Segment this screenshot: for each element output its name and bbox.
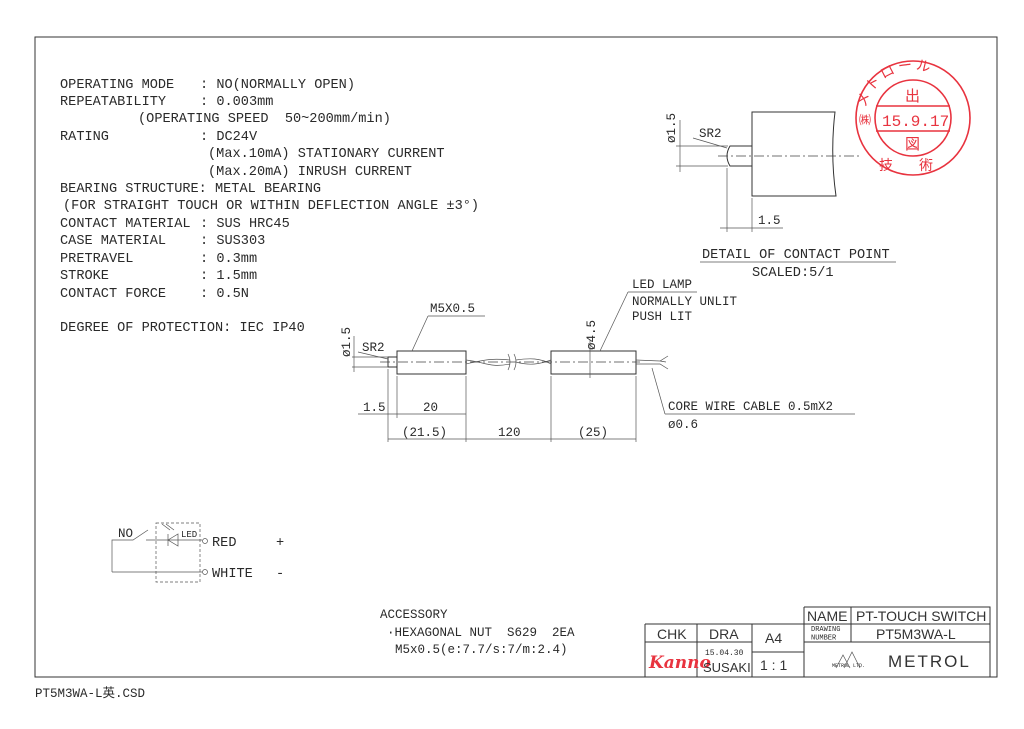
detail-body: [751, 111, 837, 197]
accessory: ACCESSORY ·HEXAGONAL NUT S629 2EA M5x0.5…: [380, 608, 575, 657]
specifications: OPERATING MODE : NO(NORMALLY OPEN) REPEA…: [60, 78, 479, 336]
drawing-number-label: NUMBER: [811, 635, 837, 643]
drawing-scale: 1 : 1: [760, 657, 787, 673]
spec-value: : DC24V: [200, 130, 258, 145]
drawing-date: 15.04.30: [705, 649, 744, 658]
dim-rear: (25): [578, 426, 608, 440]
led-lamp-label: LED LAMP: [632, 278, 692, 292]
name-label: NAME: [807, 608, 847, 624]
spec-note: (OPERATING SPEED 50~200mm/min): [138, 112, 391, 127]
spec-line: DEGREE OF PROTECTION: IEC IP40: [60, 321, 305, 336]
spec-label: CONTACT FORCE: [60, 287, 166, 302]
title-block: NAME PT-TOUCH SWITCH DRAWING NUMBER PT5M…: [644, 606, 991, 677]
spec-value: : 0.003mm: [200, 95, 273, 110]
spec-value: : 1.5mm: [200, 269, 257, 284]
dim-thread: 20: [423, 401, 438, 415]
drafter-name: SUSAKI: [703, 660, 751, 675]
spec-note: (Max.20mA) INRUSH CURRENT: [208, 165, 412, 180]
switch-drawing: M5X0.5 LED LAMP NORMALLY UNLIT PUSH LIT …: [340, 278, 855, 442]
dim-front: (21.5): [402, 426, 447, 440]
metrol-logo-icon: [835, 651, 861, 669]
circuit-diagram: NO LED RED + WHITE -: [111, 522, 284, 583]
tip-radius-label: SR2: [362, 341, 385, 355]
spec-value: : 0.5N: [200, 287, 249, 302]
accessory-spec: M5x0.5(e:7.7/s:7/m:2.4): [395, 643, 568, 657]
logo-text: METROL LTD.: [832, 663, 865, 669]
spec-label: RATING: [60, 130, 109, 145]
detail-contact-point: ø1.5 SR2 1.5 DETAIL OF CONTACT POINT SCA…: [665, 111, 896, 281]
detail-scale: SCALED:5/1: [752, 266, 834, 281]
spec-note: (Max.10mA) STATIONARY CURRENT: [208, 147, 445, 162]
checker-signature: Kanno: [648, 653, 711, 673]
stamp-bottom: 図: [905, 136, 920, 154]
accessory-item: ·HEXAGONAL NUT S629 2EA: [387, 626, 575, 640]
company-name: METROL: [888, 652, 971, 671]
dim-cable: 120: [498, 426, 521, 440]
spec-label: PRETRAVEL: [60, 252, 133, 267]
plus-sign: +: [276, 536, 284, 551]
approval-stamp: メトロール ㈱ 出 15.9.17 図 技術: [855, 58, 971, 176]
cable: [465, 358, 552, 366]
led-note: PUSH LIT: [632, 310, 693, 324]
drawing-name: PT-TOUCH SWITCH: [856, 608, 986, 624]
cable-label: CORE WIRE CABLE 0.5mX2: [668, 400, 833, 414]
spec-label: CASE MATERIAL: [60, 234, 166, 249]
led-note: NORMALLY UNLIT: [632, 295, 738, 309]
drawing-number-label: DRAWING: [811, 626, 840, 634]
tip-dia-label: ø1.5: [340, 327, 354, 357]
red-terminal: RED: [212, 536, 236, 551]
detail-title: DETAIL OF CONTACT POINT: [702, 248, 890, 263]
spec-value: : SUS HRC45: [200, 217, 290, 232]
stamp-date: 15.9.17: [882, 113, 949, 131]
stamp-lower: 技術: [879, 158, 959, 175]
spec-label: STROKE: [60, 269, 109, 284]
sheet-border: [34, 36, 998, 678]
stamp-company-mark: ㈱: [859, 113, 871, 128]
led-label: LED: [181, 530, 197, 540]
front-body: [396, 350, 467, 375]
led-icon: [167, 533, 179, 547]
accessory-title: ACCESSORY: [380, 608, 448, 622]
spec-value: : SUS303: [200, 234, 265, 249]
spec-label: CONTACT MATERIAL: [60, 217, 191, 232]
wire-ends: [635, 355, 669, 370]
stamp-top: 出: [905, 88, 920, 106]
detail-radius-label: SR2: [699, 127, 722, 141]
drawing-number: PT5M3WA-L: [876, 626, 956, 642]
spec-value: : NO(NORMALLY OPEN): [200, 78, 355, 93]
spec-note: (FOR STRAIGHT TOUCH OR WITHIN DEFLECTION…: [63, 199, 479, 214]
spec-label: REPEATABILITY: [60, 95, 166, 110]
spec-value: : 0.3mm: [200, 252, 257, 267]
detail-length-label: 1.5: [758, 214, 781, 228]
dra-label: DRA: [709, 626, 739, 642]
detail-tip: [726, 145, 753, 167]
chk-label: CHK: [657, 626, 687, 642]
white-terminal: WHITE: [212, 567, 253, 582]
paper-size: A4: [765, 630, 782, 646]
body-dia-label: ø4.5: [585, 320, 599, 350]
no-label: NO: [118, 527, 133, 541]
spec-label: OPERATING MODE: [60, 78, 174, 93]
dim-tip: 1.5: [363, 401, 386, 415]
minus-sign: -: [276, 567, 284, 582]
cable-dia-label: ø0.6: [668, 418, 698, 432]
thread-label: M5X0.5: [430, 302, 475, 316]
spec-line: BEARING STRUCTURE: METAL BEARING: [60, 182, 321, 197]
rear-body: [550, 350, 637, 375]
detail-dia-label: ø1.5: [665, 113, 679, 143]
file-name: PT5M3WA-L英.CSD: [35, 686, 145, 701]
